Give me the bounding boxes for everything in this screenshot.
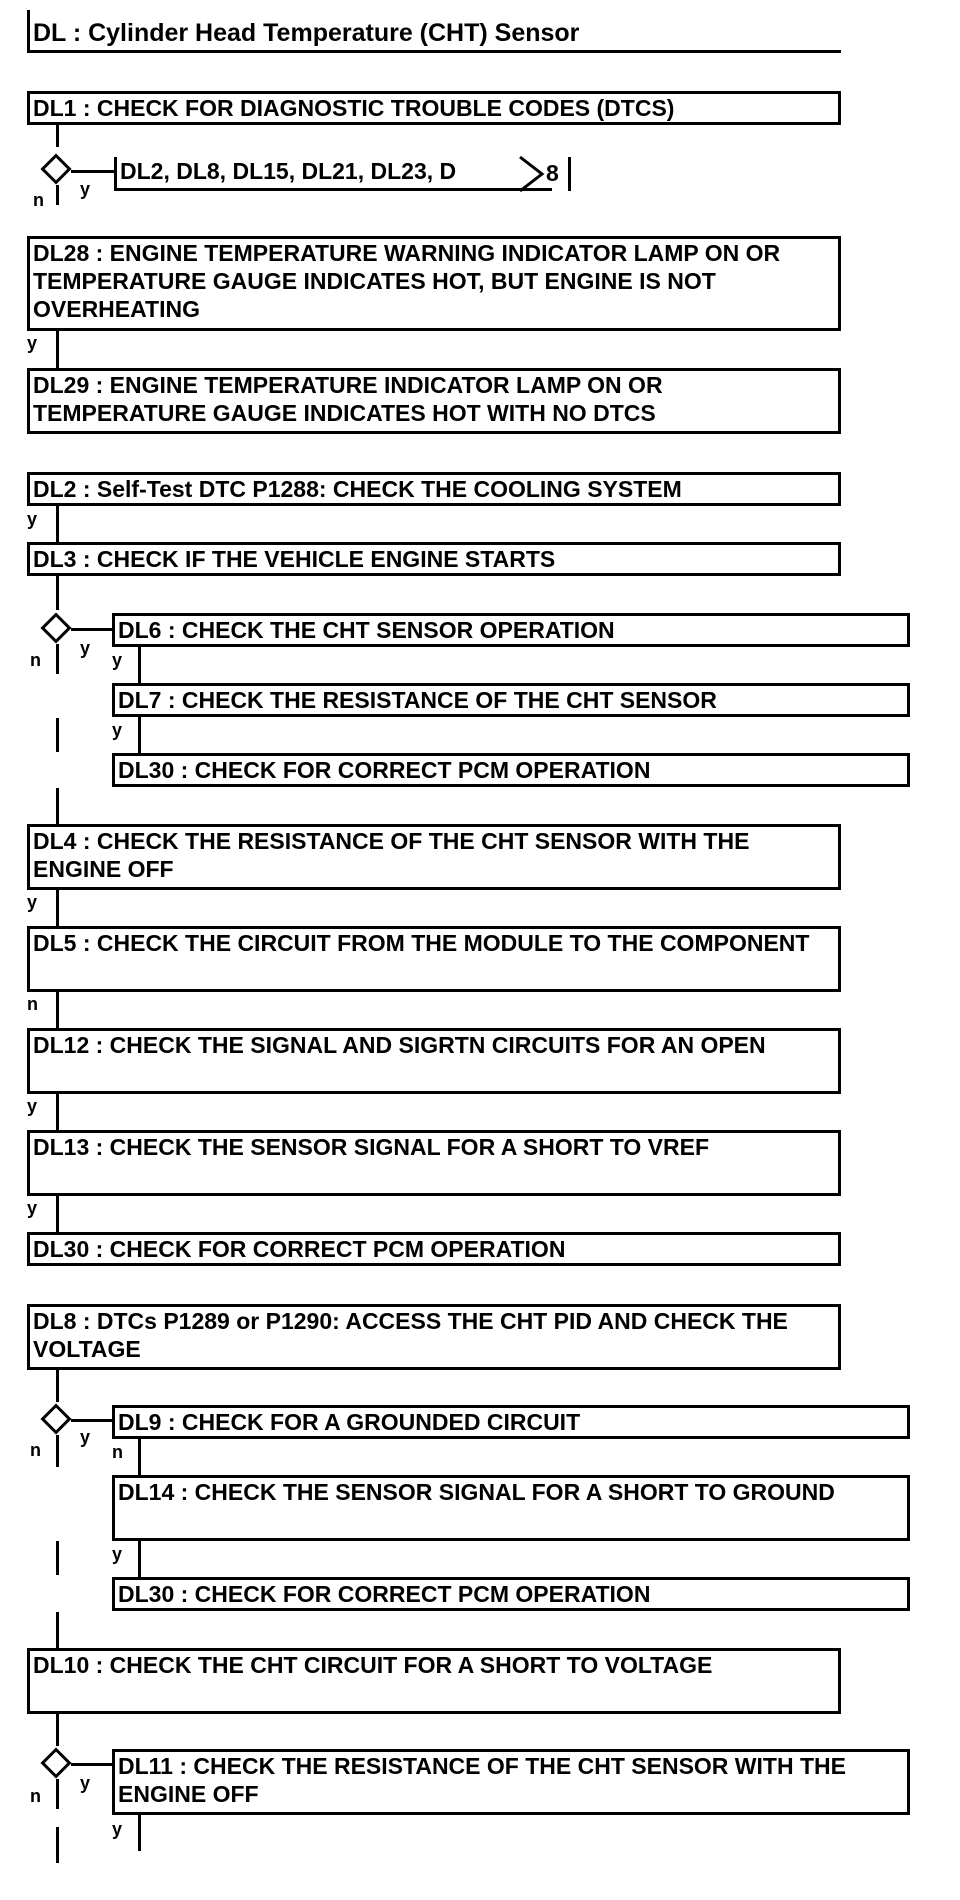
step-dl7[interactable]: DL7 : CHECK THE RESISTANCE OF THE CHT SE… bbox=[112, 683, 910, 717]
connector-line bbox=[56, 1196, 59, 1232]
no-label: n bbox=[30, 1440, 41, 1460]
connector-line bbox=[138, 1439, 141, 1475]
connector-line bbox=[56, 185, 59, 205]
step-dl1-target[interactable]: DL2, DL8, DL15, DL21, DL23, D bbox=[114, 157, 552, 191]
step-dl11[interactable]: DL11 : CHECK THE RESISTANCE OF THE CHT S… bbox=[112, 1749, 910, 1815]
connector-line bbox=[56, 890, 59, 926]
yes-label: y bbox=[27, 1096, 38, 1116]
connector-line bbox=[71, 170, 114, 173]
connector-line bbox=[138, 1541, 141, 1577]
connector-line bbox=[71, 1763, 114, 1766]
decision-diamond bbox=[40, 612, 72, 644]
connector-line bbox=[138, 1815, 141, 1851]
connector-line bbox=[56, 576, 59, 610]
connector-line bbox=[56, 1779, 59, 1809]
yes-label: y bbox=[112, 1544, 123, 1564]
step-dl30-c[interactable]: DL30 : CHECK FOR CORRECT PCM OPERATION bbox=[112, 1577, 910, 1611]
step-dl1[interactable]: DL1 : CHECK FOR DIAGNOSTIC TROUBLE CODES… bbox=[27, 91, 841, 125]
decision-diamond bbox=[40, 1403, 72, 1435]
connector-line bbox=[56, 1435, 59, 1467]
connector-line bbox=[56, 788, 59, 824]
no-label: n bbox=[27, 994, 38, 1014]
step-dl2[interactable]: DL2 : Self-Test DTC P1288: CHECK THE COO… bbox=[27, 472, 841, 506]
connector-line bbox=[56, 1827, 59, 1863]
step-dl13[interactable]: DL13 : CHECK THE SENSOR SIGNAL FOR A SHO… bbox=[27, 1130, 841, 1196]
no-label: n bbox=[30, 1786, 41, 1806]
branch-arrow bbox=[519, 155, 545, 193]
connector-line bbox=[56, 506, 59, 542]
connector-line bbox=[568, 157, 571, 191]
connector-line bbox=[56, 331, 59, 368]
target-tab: 8 bbox=[546, 160, 559, 186]
step-dl29[interactable]: DL29 : ENGINE TEMPERATURE INDICATOR LAMP… bbox=[27, 368, 841, 434]
step-dl4[interactable]: DL4 : CHECK THE RESISTANCE OF THE CHT SE… bbox=[27, 824, 841, 890]
yes-label: y bbox=[27, 1198, 38, 1218]
step-dl14[interactable]: DL14 : CHECK THE SENSOR SIGNAL FOR A SHO… bbox=[112, 1475, 910, 1541]
step-dl9[interactable]: DL9 : CHECK FOR A GROUNDED CIRCUIT bbox=[112, 1405, 910, 1439]
no-label: n bbox=[112, 1442, 123, 1462]
step-dl28[interactable]: DL28 : ENGINE TEMPERATURE WARNING INDICA… bbox=[27, 236, 841, 331]
connector-line bbox=[71, 1419, 114, 1422]
step-dl8[interactable]: DL8 : DTCs P1289 or P1290: ACCESS THE CH… bbox=[27, 1304, 841, 1370]
yes-label: y bbox=[80, 638, 91, 658]
no-label: n bbox=[33, 190, 44, 210]
decision-diamond bbox=[40, 153, 72, 185]
step-dl12[interactable]: DL12 : CHECK THE SIGNAL AND SIGRTN CIRCU… bbox=[27, 1028, 841, 1094]
connector-line bbox=[56, 125, 59, 147]
yes-label: y bbox=[112, 720, 123, 740]
connector-line bbox=[71, 628, 114, 631]
connector-line bbox=[56, 992, 59, 1028]
step-dl3[interactable]: DL3 : CHECK IF THE VEHICLE ENGINE STARTS bbox=[27, 542, 841, 576]
connector-line bbox=[56, 1714, 59, 1746]
connector-line bbox=[56, 718, 59, 752]
step-dl10[interactable]: DL10 : CHECK THE CHT CIRCUIT FOR A SHORT… bbox=[27, 1648, 841, 1714]
step-dl-title[interactable]: DL : Cylinder Head Temperature (CHT) Sen… bbox=[27, 16, 841, 53]
step-dl30-b[interactable]: DL30 : CHECK FOR CORRECT PCM OPERATION bbox=[27, 1232, 841, 1266]
step-dl30-a[interactable]: DL30 : CHECK FOR CORRECT PCM OPERATION bbox=[112, 753, 910, 787]
connector-line bbox=[56, 1094, 59, 1130]
connector-line bbox=[138, 647, 141, 683]
no-label: n bbox=[30, 650, 41, 670]
yes-label: y bbox=[27, 333, 38, 353]
yes-label: y bbox=[80, 179, 91, 199]
yes-label: y bbox=[27, 509, 38, 529]
yes-label: y bbox=[80, 1427, 91, 1447]
connector-line bbox=[56, 644, 59, 674]
connector-line bbox=[56, 1541, 59, 1575]
connector-line bbox=[56, 1370, 59, 1402]
yes-label: y bbox=[112, 1819, 123, 1839]
yes-label: y bbox=[27, 892, 38, 912]
step-dl5[interactable]: DL5 : CHECK THE CIRCUIT FROM THE MODULE … bbox=[27, 926, 841, 992]
yes-label: y bbox=[112, 650, 123, 670]
yes-label: y bbox=[80, 1773, 91, 1793]
decision-diamond bbox=[40, 1747, 72, 1779]
step-dl6[interactable]: DL6 : CHECK THE CHT SENSOR OPERATION bbox=[112, 613, 910, 647]
connector-line bbox=[138, 717, 141, 753]
connector-line bbox=[56, 1612, 59, 1648]
